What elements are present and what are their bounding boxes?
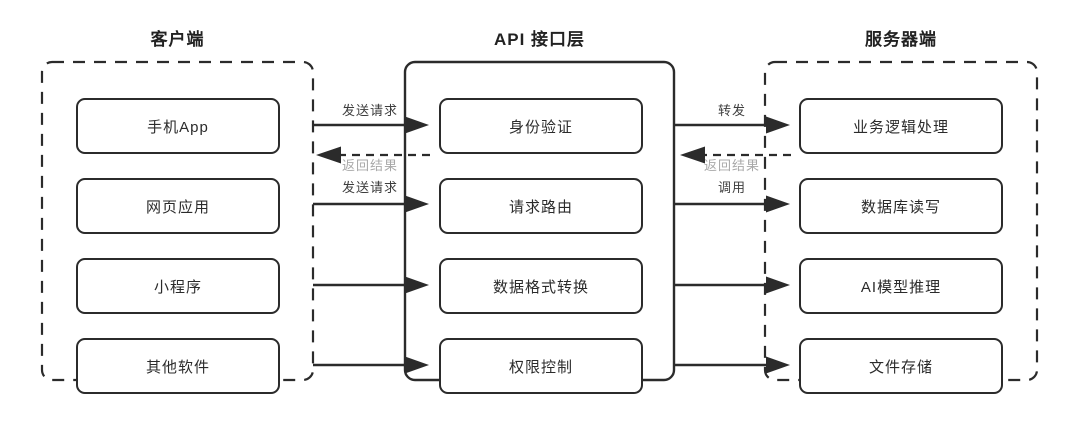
arrow-return-result-right bbox=[680, 146, 791, 164]
arrow-api-row3 bbox=[674, 276, 790, 294]
server-container-border bbox=[763, 60, 1039, 382]
node-web-app: 网页应用 bbox=[76, 178, 280, 234]
label-forward: 转发 bbox=[717, 103, 746, 118]
node-permission-control: 权限控制 bbox=[439, 338, 643, 394]
arrow-client-row4 bbox=[313, 356, 429, 374]
node-other-software: 其他软件 bbox=[76, 338, 280, 394]
arrow-api-row4 bbox=[674, 356, 790, 374]
node-mini-program: 小程序 bbox=[76, 258, 280, 314]
client-column-title: 客户端 bbox=[150, 30, 205, 49]
arrow-return-result-left bbox=[316, 146, 430, 164]
arrow-forward bbox=[674, 116, 790, 134]
node-mobile-app: 手机App bbox=[76, 98, 280, 154]
node-request-routing: 请求路由 bbox=[439, 178, 643, 234]
arrow-call bbox=[674, 195, 790, 213]
arrow-send-request-1 bbox=[313, 116, 429, 134]
node-file-storage: 文件存储 bbox=[799, 338, 1003, 394]
node-business-logic: 业务逻辑处理 bbox=[799, 98, 1003, 154]
label-return-result-left: 返回结果 bbox=[341, 158, 398, 173]
arrow-send-request-2 bbox=[313, 195, 429, 213]
node-data-format-conversion: 数据格式转换 bbox=[439, 258, 643, 314]
api-layer-title: API 接口层 bbox=[493, 30, 586, 49]
label-send-request-1: 发送请求 bbox=[341, 103, 398, 118]
label-return-result-right: 返回结果 bbox=[703, 158, 760, 173]
label-send-request-2: 发送请求 bbox=[341, 180, 398, 195]
arrow-client-row3 bbox=[313, 276, 429, 294]
server-column-title: 服务器端 bbox=[865, 30, 937, 49]
node-ai-model-inference: AI模型推理 bbox=[799, 258, 1003, 314]
node-database-read-write: 数据库读写 bbox=[799, 178, 1003, 234]
client-container-border bbox=[40, 60, 315, 382]
node-authentication: 身份验证 bbox=[439, 98, 643, 154]
label-call: 调用 bbox=[717, 180, 746, 195]
